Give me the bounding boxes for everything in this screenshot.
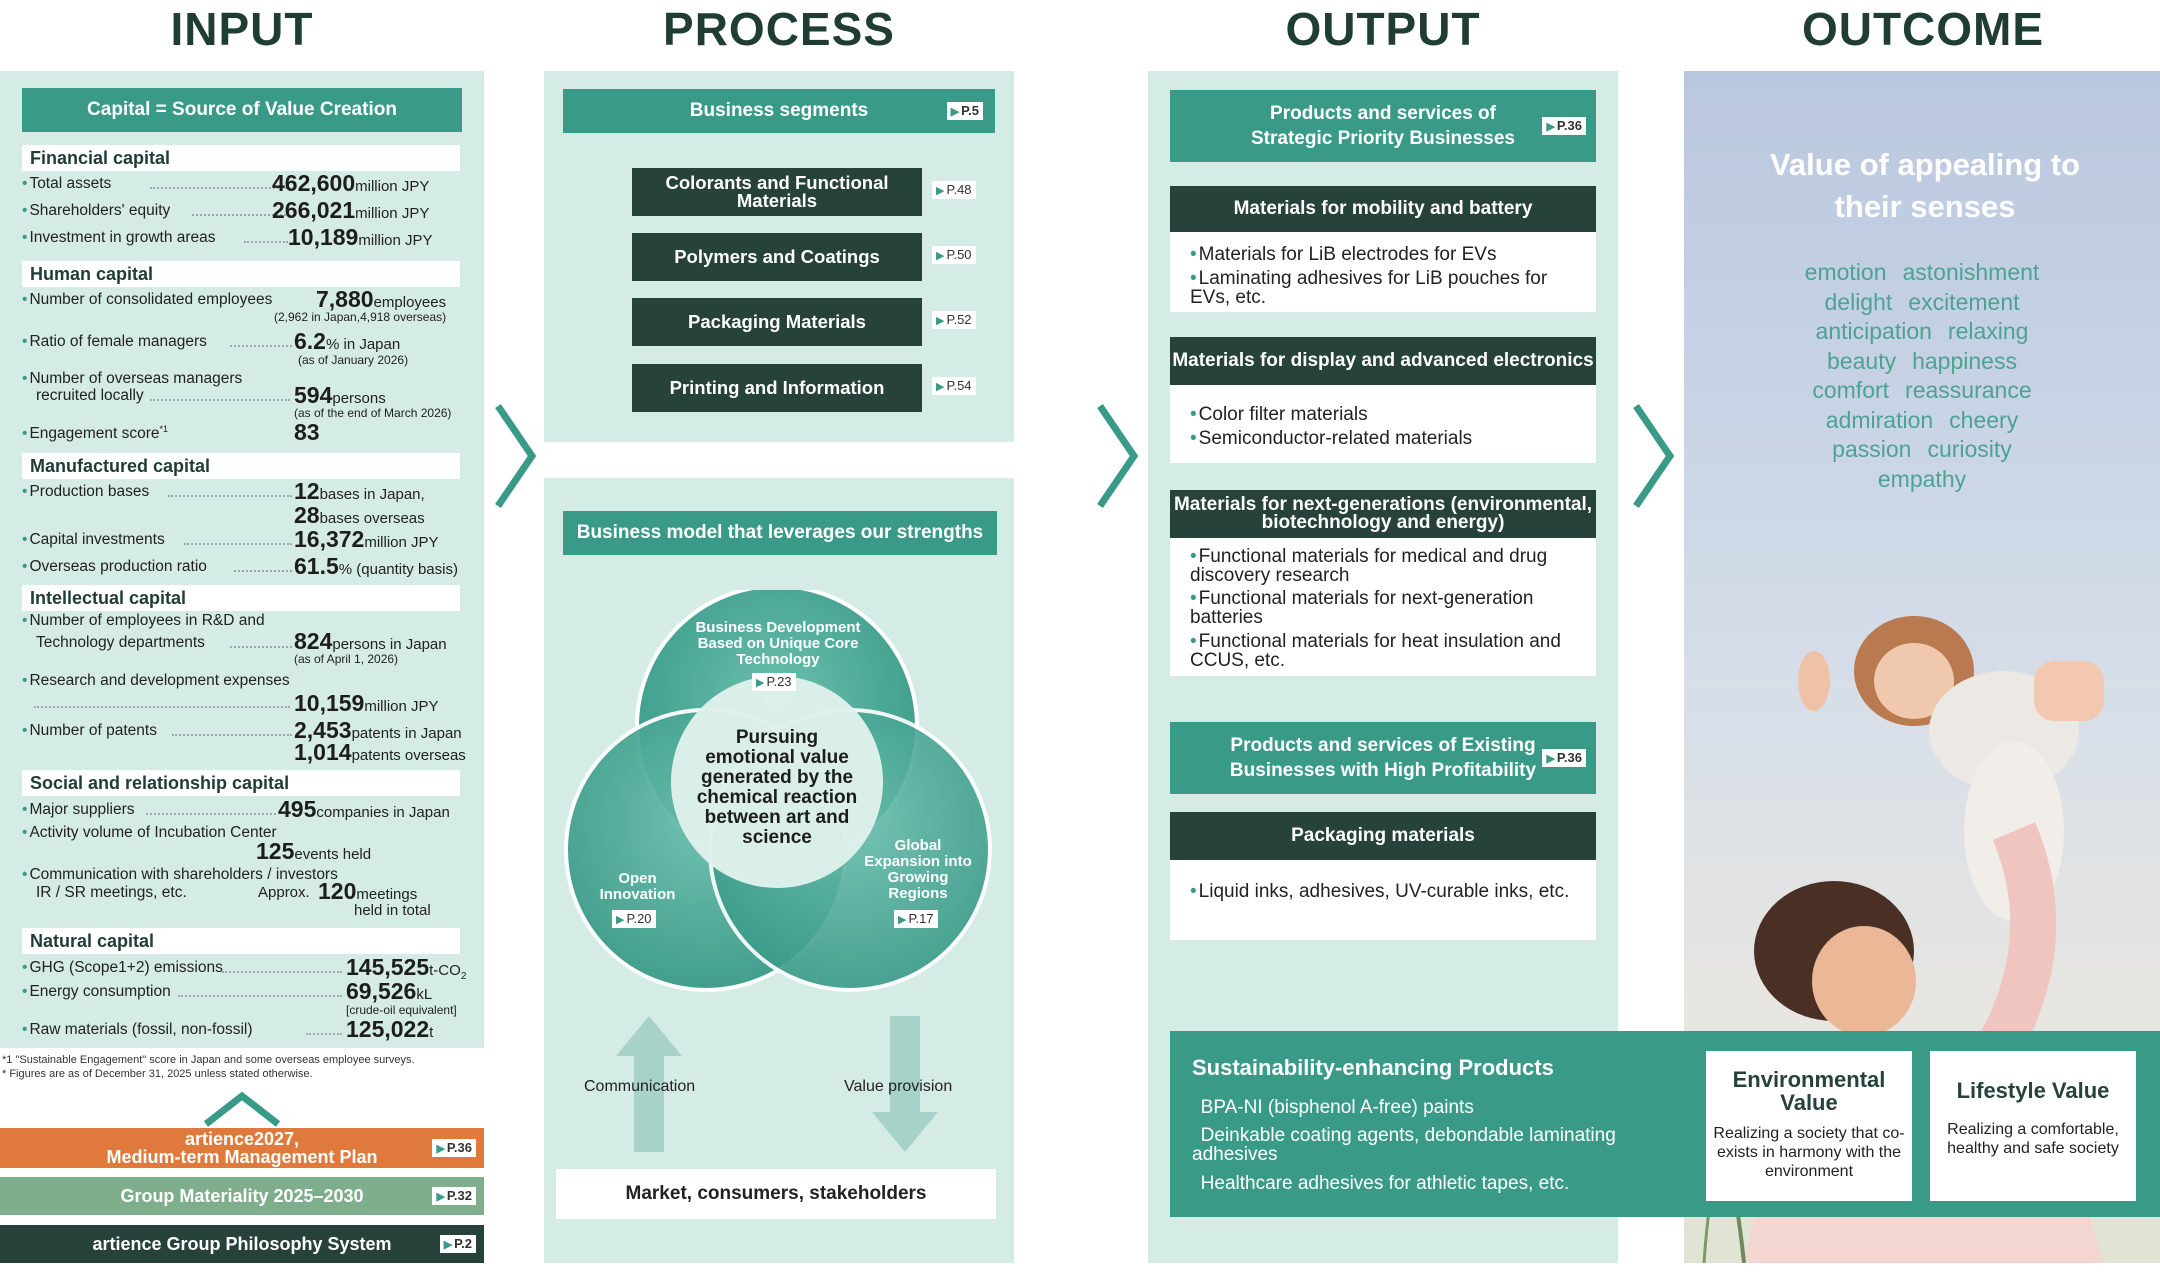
- outcome-title: Value of appealing to their senses: [1769, 147, 2081, 224]
- lifestyle-value-text: Realizing a comfortable, healthy and saf…: [1947, 1121, 2119, 1157]
- segment-packaging[interactable]: Packaging Materials: [632, 298, 922, 346]
- segment-printing-page[interactable]: P.54: [932, 377, 976, 395]
- nextgen-title: Materials for next-generations (environm…: [1170, 490, 1596, 538]
- segment-polymers-page[interactable]: P.50: [932, 246, 976, 264]
- sustainability-title: Sustainability-enhancing Products: [1192, 1055, 1554, 1080]
- display-item: Color filter materials: [1190, 405, 1590, 424]
- row-overseas-managers: Number of overseas managers recruited lo…: [22, 368, 462, 420]
- circle-top-label: Business Development Based on Unique Cor…: [695, 619, 861, 668]
- segment-printing[interactable]: Printing and Information: [632, 364, 922, 412]
- row-shareholders-equity: Shareholders' equity 266,021million JPY: [22, 197, 462, 225]
- segment-polymers[interactable]: Polymers and Coatings: [632, 233, 922, 281]
- row-employees: Number of consolidated employees 7,880em…: [22, 286, 462, 330]
- row-rd-employees: Number of employees in R&D and Technolog…: [22, 610, 462, 670]
- segment-colorants-page[interactable]: P.48: [932, 181, 976, 199]
- mobility-item: Laminating adhesives for LiB pouches for…: [1190, 269, 1580, 307]
- intellectual-capital-title: Intellectual capital: [22, 585, 460, 611]
- arrow-down-icon: [872, 1016, 938, 1152]
- lifestyle-value-box: Lifestyle Value Realizing a comfortable,…: [1930, 1051, 2136, 1201]
- row-female-managers: Ratio of female managers 6.2% in Japan (…: [22, 328, 462, 368]
- row-suppliers: Major suppliers 495companies in Japan: [22, 796, 462, 822]
- social-capital-title: Social and relationship capital: [22, 770, 460, 796]
- display-title: Materials for display and advanced elect…: [1170, 337, 1596, 385]
- row-raw-materials: Raw materials (fossil, non-fossil) 125,0…: [22, 1016, 462, 1044]
- display-item: Semiconductor-related materials: [1190, 429, 1590, 448]
- row-incubation: Activity volume of Incubation Center 125…: [22, 822, 462, 866]
- sustainability-item: Healthcare adhesives for athletic tapes,…: [1192, 1174, 1682, 1193]
- environmental-value-title: Environmental Value: [1732, 1067, 1886, 1115]
- circle-left-label: Open Innovation: [599, 870, 676, 903]
- financial-capital-title: Financial capital: [22, 145, 460, 171]
- row-growth-investment: Investment in growth areas 10,189million…: [22, 224, 462, 252]
- materiality-bar[interactable]: Group Materiality 2025–2030 P.32: [0, 1177, 484, 1215]
- segments-title: Business segments P.5: [563, 89, 995, 133]
- business-model-title: Business model that leverages our streng…: [563, 511, 997, 555]
- packaging-item: Liquid inks, adhesives, UV-curable inks,…: [1190, 882, 1590, 901]
- arrow-right-icon: [1097, 404, 1139, 508]
- footnote-2: * Figures are as of December 31, 2025 un…: [2, 1068, 313, 1080]
- up-chevron-icon: [203, 1091, 281, 1127]
- philosophy-bar[interactable]: artience Group Philosophy System P.2: [0, 1225, 484, 1263]
- manufactured-capital-title: Manufactured capital: [22, 453, 460, 479]
- strategic-title: Products and services of Strategic Prior…: [1170, 90, 1596, 162]
- row-rd-expenses: Research and development expenses 10,159…: [22, 670, 462, 718]
- plan-bar[interactable]: artience2027, Medium-term Management Pla…: [0, 1128, 484, 1168]
- circle-right-label: Global Expansion into Growing Regions: [864, 837, 972, 902]
- arrow-up-icon: [616, 1016, 682, 1152]
- circle-left-page[interactable]: P.20: [612, 910, 656, 928]
- nextgen-item: Functional materials for next-generation…: [1190, 589, 1590, 627]
- arrow-right-icon: [495, 404, 537, 508]
- footnote-1: *1 "Sustainable Engagement" score in Jap…: [2, 1054, 415, 1066]
- arrow-right-icon: [1633, 404, 1675, 508]
- row-production-bases: Production bases 12bases in Japan, 28bas…: [22, 478, 462, 528]
- segment-colorants[interactable]: Colorants and Functional Materials: [632, 168, 922, 216]
- circle-top-page[interactable]: P.23: [752, 673, 796, 691]
- existing-title: Products and services of Existing Busine…: [1170, 722, 1596, 794]
- row-patents: Number of patents 2,453patents in Japan …: [22, 717, 465, 767]
- environmental-value-text: Realizing a society that co-exists in ha…: [1713, 1125, 1905, 1180]
- segment-packaging-page[interactable]: P.52: [932, 311, 976, 329]
- sustainability-item: Deinkable coating agents, debondable lam…: [1192, 1126, 1682, 1164]
- row-capital-investments: Capital investments 16,372million JPY: [22, 526, 462, 554]
- nextgen-item: Functional materials for medical and dru…: [1190, 547, 1560, 585]
- row-energy: Energy consumption 69,526kL [crude-oil e…: [22, 978, 462, 1018]
- sustainability-item: BPA-NI (bisphenol A-free) paints: [1192, 1098, 1662, 1117]
- environmental-value-box: Environmental Value Realizing a society …: [1706, 1051, 1912, 1201]
- header-process: PROCESS: [663, 3, 895, 55]
- value-provision-label: Value provision: [844, 1078, 953, 1095]
- row-overseas-ratio: Overseas production ratio 61.5% (quantit…: [22, 553, 462, 581]
- center-text: Pursuing emotional value generated by th…: [696, 727, 858, 848]
- human-capital-title: Human capital: [22, 261, 460, 287]
- header-output: OUTPUT: [1285, 3, 1481, 55]
- row-ghg: GHG (Scope1+2) emissions 145,525t-CO2: [22, 954, 466, 982]
- natural-capital-title: Natural capital: [22, 928, 460, 954]
- input-title: Capital = Source of Value Creation: [22, 88, 462, 132]
- header-outcome: OUTCOME: [1801, 3, 2045, 55]
- nextgen-item: Functional materials for heat insulation…: [1190, 632, 1590, 670]
- circle-right-page[interactable]: P.17: [894, 910, 938, 928]
- packaging-title: Packaging materials: [1170, 812, 1596, 860]
- mobility-title: Materials for mobility and battery: [1170, 186, 1596, 232]
- row-total-assets: Total assets 462,600million JPY: [22, 170, 462, 198]
- header-input: INPUT: [170, 3, 314, 55]
- market-box: Market, consumers, stakeholders: [556, 1169, 996, 1219]
- lifestyle-value-title: Lifestyle Value: [1956, 1078, 2110, 1103]
- mobility-item: Materials for LiB electrodes for EVs: [1190, 245, 1590, 264]
- row-communication: Communication with shareholders / invest…: [22, 864, 462, 922]
- communication-label: Communication: [584, 1078, 696, 1095]
- row-engagement: Engagement score*1 83: [22, 419, 462, 447]
